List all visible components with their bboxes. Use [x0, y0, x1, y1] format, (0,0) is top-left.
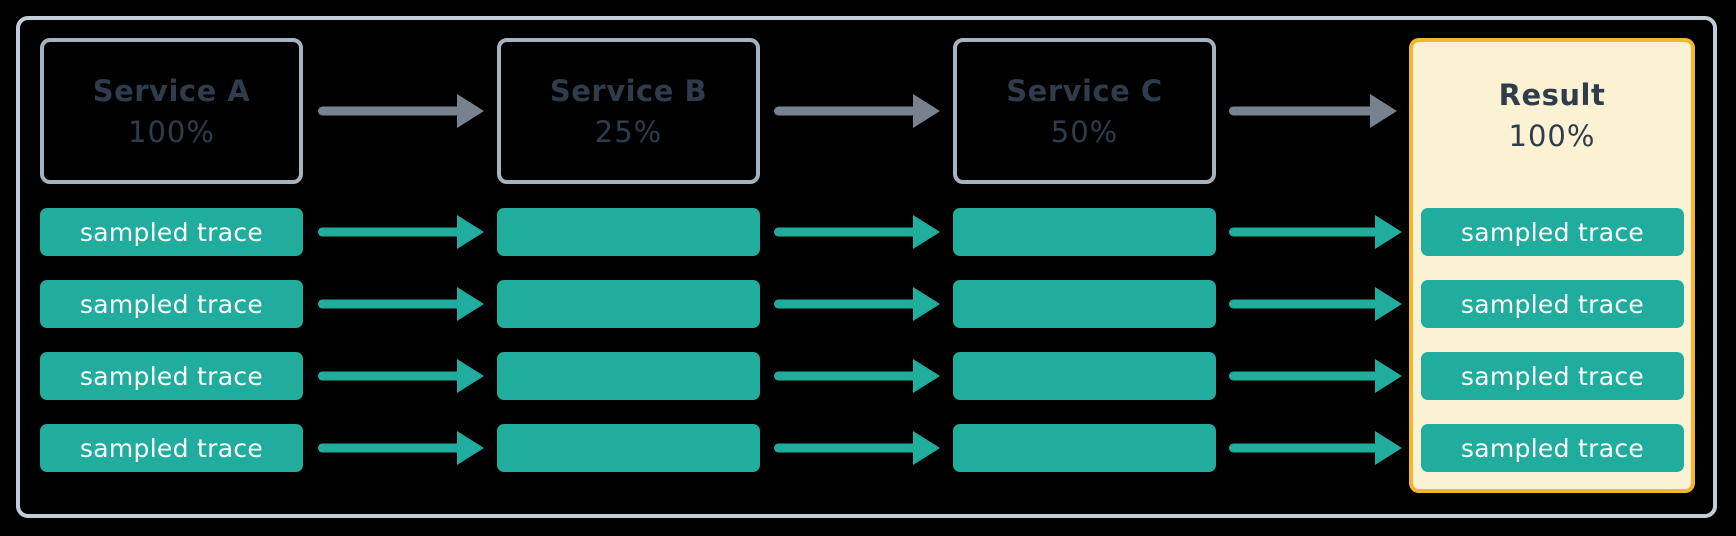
service-b-box: Service B 25% [497, 38, 760, 184]
service-c-rate: 50% [1050, 114, 1119, 149]
trace-bar: sampled trace [40, 352, 303, 400]
arrow-right-icon [774, 214, 940, 250]
result-rate: 100% [1508, 118, 1596, 153]
arrow-right-icon [318, 93, 484, 129]
trace-bar: sampled trace [1421, 352, 1684, 400]
result-label: Result [1498, 77, 1606, 112]
trace-bar: sampled trace [1421, 424, 1684, 472]
trace-bar: sampled trace [1421, 208, 1684, 256]
result-box: Result 100% [1409, 38, 1695, 493]
arrow-right-icon [1229, 93, 1397, 129]
service-b-rate: 25% [594, 114, 663, 149]
trace-bar-label: sampled trace [79, 361, 264, 391]
service-a-box: Service A 100% [40, 38, 303, 184]
trace-bar-label: sampled trace [1460, 217, 1645, 247]
arrow-right-icon [774, 93, 940, 129]
service-c-box: Service C 50% [953, 38, 1216, 184]
arrow-right-icon [1229, 358, 1402, 394]
trace-bar-label: sampled trace [1460, 289, 1645, 319]
arrow-right-icon [318, 214, 484, 250]
arrow-right-icon [774, 430, 940, 466]
service-a-rate: 100% [128, 114, 215, 149]
trace-bar [497, 280, 760, 328]
trace-bar-label: sampled trace [79, 433, 264, 463]
arrow-right-icon [1229, 286, 1402, 322]
trace-bar [953, 280, 1216, 328]
trace-bar [497, 352, 760, 400]
trace-bar: sampled trace [40, 280, 303, 328]
trace-bar-label: sampled trace [1460, 433, 1645, 463]
trace-bar: sampled trace [40, 208, 303, 256]
arrow-right-icon [318, 430, 484, 466]
trace-bar-label: sampled trace [79, 217, 264, 247]
trace-bar [953, 352, 1216, 400]
trace-bar-label: sampled trace [1460, 361, 1645, 391]
trace-bar: sampled trace [1421, 280, 1684, 328]
service-c-label: Service C [1006, 73, 1163, 108]
arrow-right-icon [318, 358, 484, 394]
service-a-label: Service A [92, 73, 251, 108]
trace-bar [953, 208, 1216, 256]
trace-bar [497, 208, 760, 256]
arrow-right-icon [774, 358, 940, 394]
arrow-right-icon [318, 286, 484, 322]
arrow-right-icon [774, 286, 940, 322]
pipeline-frame [16, 16, 1717, 518]
trace-bar-label: sampled trace [79, 289, 264, 319]
service-b-label: Service B [549, 73, 708, 108]
arrow-right-icon [1229, 430, 1402, 466]
result-header: Result 100% [1413, 42, 1691, 188]
arrow-right-icon [1229, 214, 1402, 250]
trace-bar [497, 424, 760, 472]
trace-bar: sampled trace [40, 424, 303, 472]
trace-bar [953, 424, 1216, 472]
